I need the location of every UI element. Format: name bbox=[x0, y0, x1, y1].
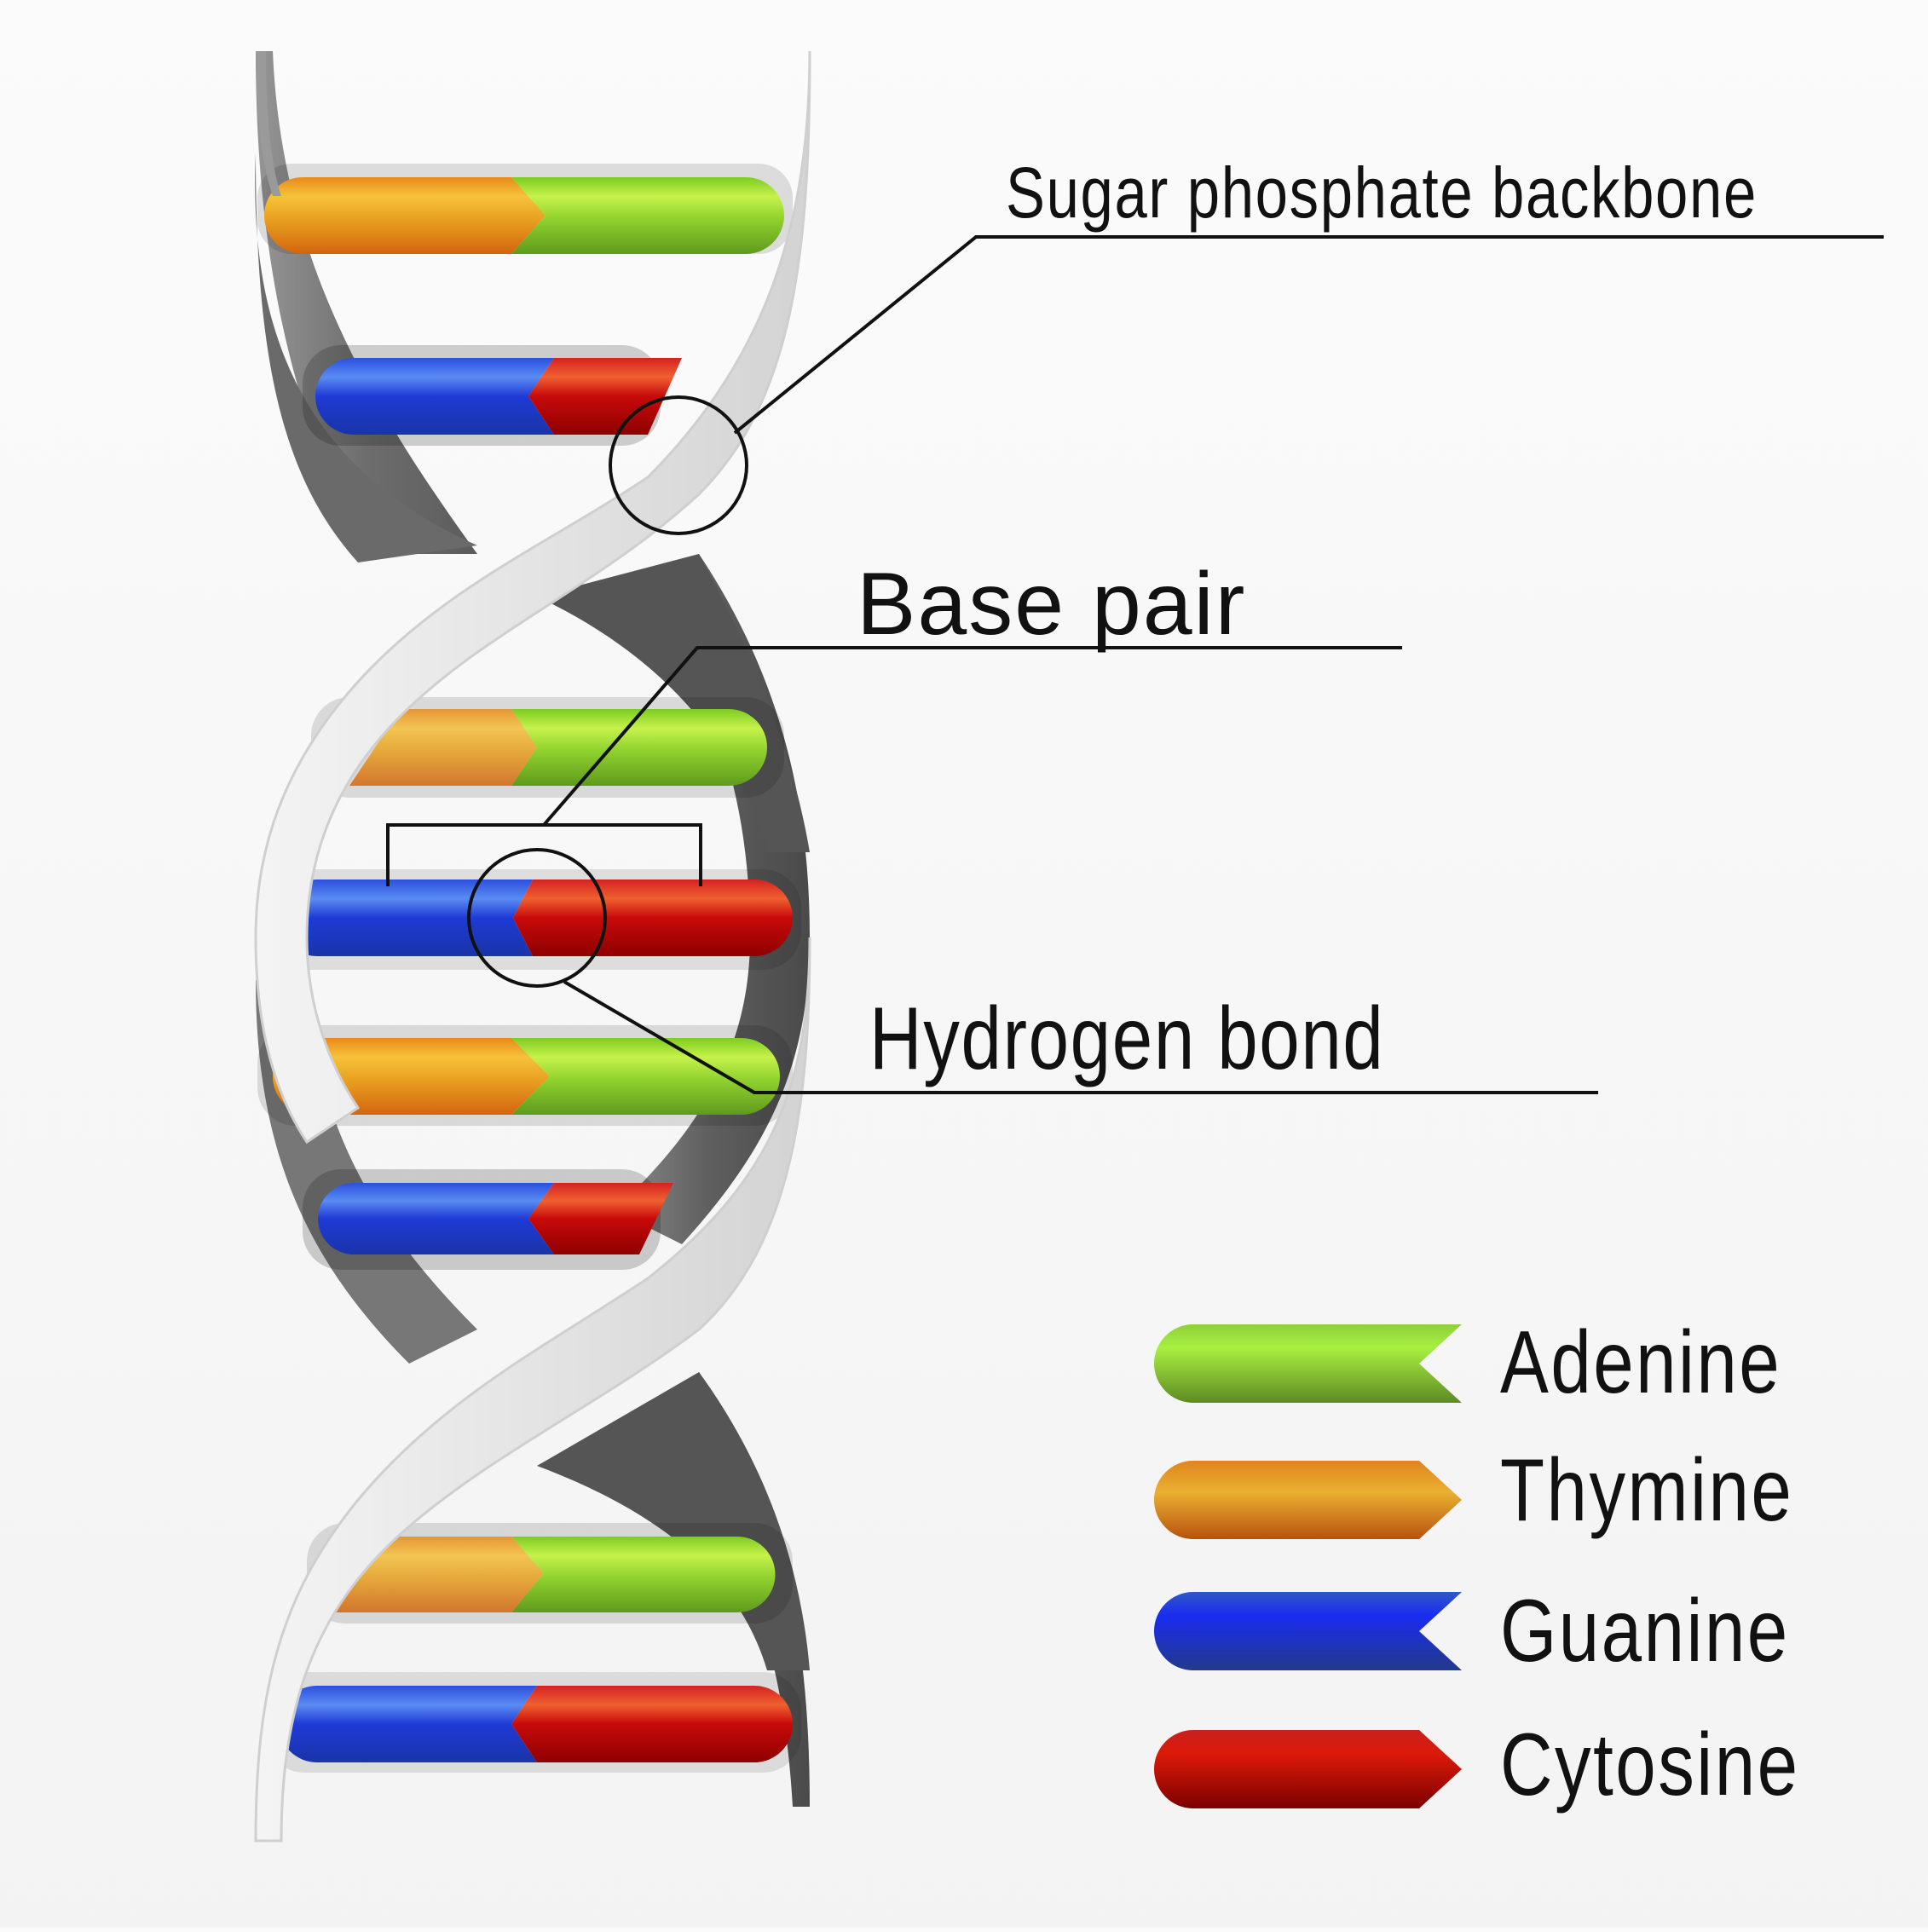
base-pairs bbox=[257, 164, 801, 1773]
front-strand bbox=[254, 50, 811, 1843]
hydrogen-bond-label: Hydrogen bond bbox=[869, 989, 1385, 1088]
legend-adenine-label: Adenine bbox=[1500, 1313, 1782, 1412]
base-pair-2 bbox=[303, 345, 682, 446]
callout-lines bbox=[386, 235, 1884, 1094]
cytosine-swatch bbox=[1154, 1730, 1462, 1808]
base-pair-8 bbox=[266, 1672, 801, 1773]
backbone-leader-line bbox=[733, 235, 1884, 435]
adenine-swatch bbox=[1154, 1324, 1462, 1403]
hydrogen-bond-callout-circle bbox=[467, 848, 607, 988]
base-pair-label: Base pair bbox=[857, 555, 1247, 654]
thymine-swatch bbox=[1154, 1461, 1462, 1539]
base-pair-5 bbox=[257, 1025, 793, 1126]
base-pair-3 bbox=[311, 697, 784, 798]
base-pair-4 bbox=[266, 869, 801, 970]
base-pair-leader-line bbox=[542, 646, 1402, 827]
legend-guanine-label: Guanine bbox=[1500, 1582, 1790, 1681]
backbone-label: Sugar phosphate backbone bbox=[1006, 153, 1758, 233]
base-pair-6 bbox=[303, 1169, 673, 1270]
guanine-swatch bbox=[1154, 1592, 1462, 1670]
legend-thymine-label: Thymine bbox=[1500, 1441, 1794, 1540]
backbone-callout-circle bbox=[609, 395, 748, 535]
hydrogen-bond-leader-line bbox=[563, 980, 1598, 1094]
legend-swatches bbox=[1154, 1324, 1462, 1808]
base-pair-1 bbox=[257, 164, 793, 254]
legend-cytosine-label: Cytosine bbox=[1500, 1716, 1800, 1814]
